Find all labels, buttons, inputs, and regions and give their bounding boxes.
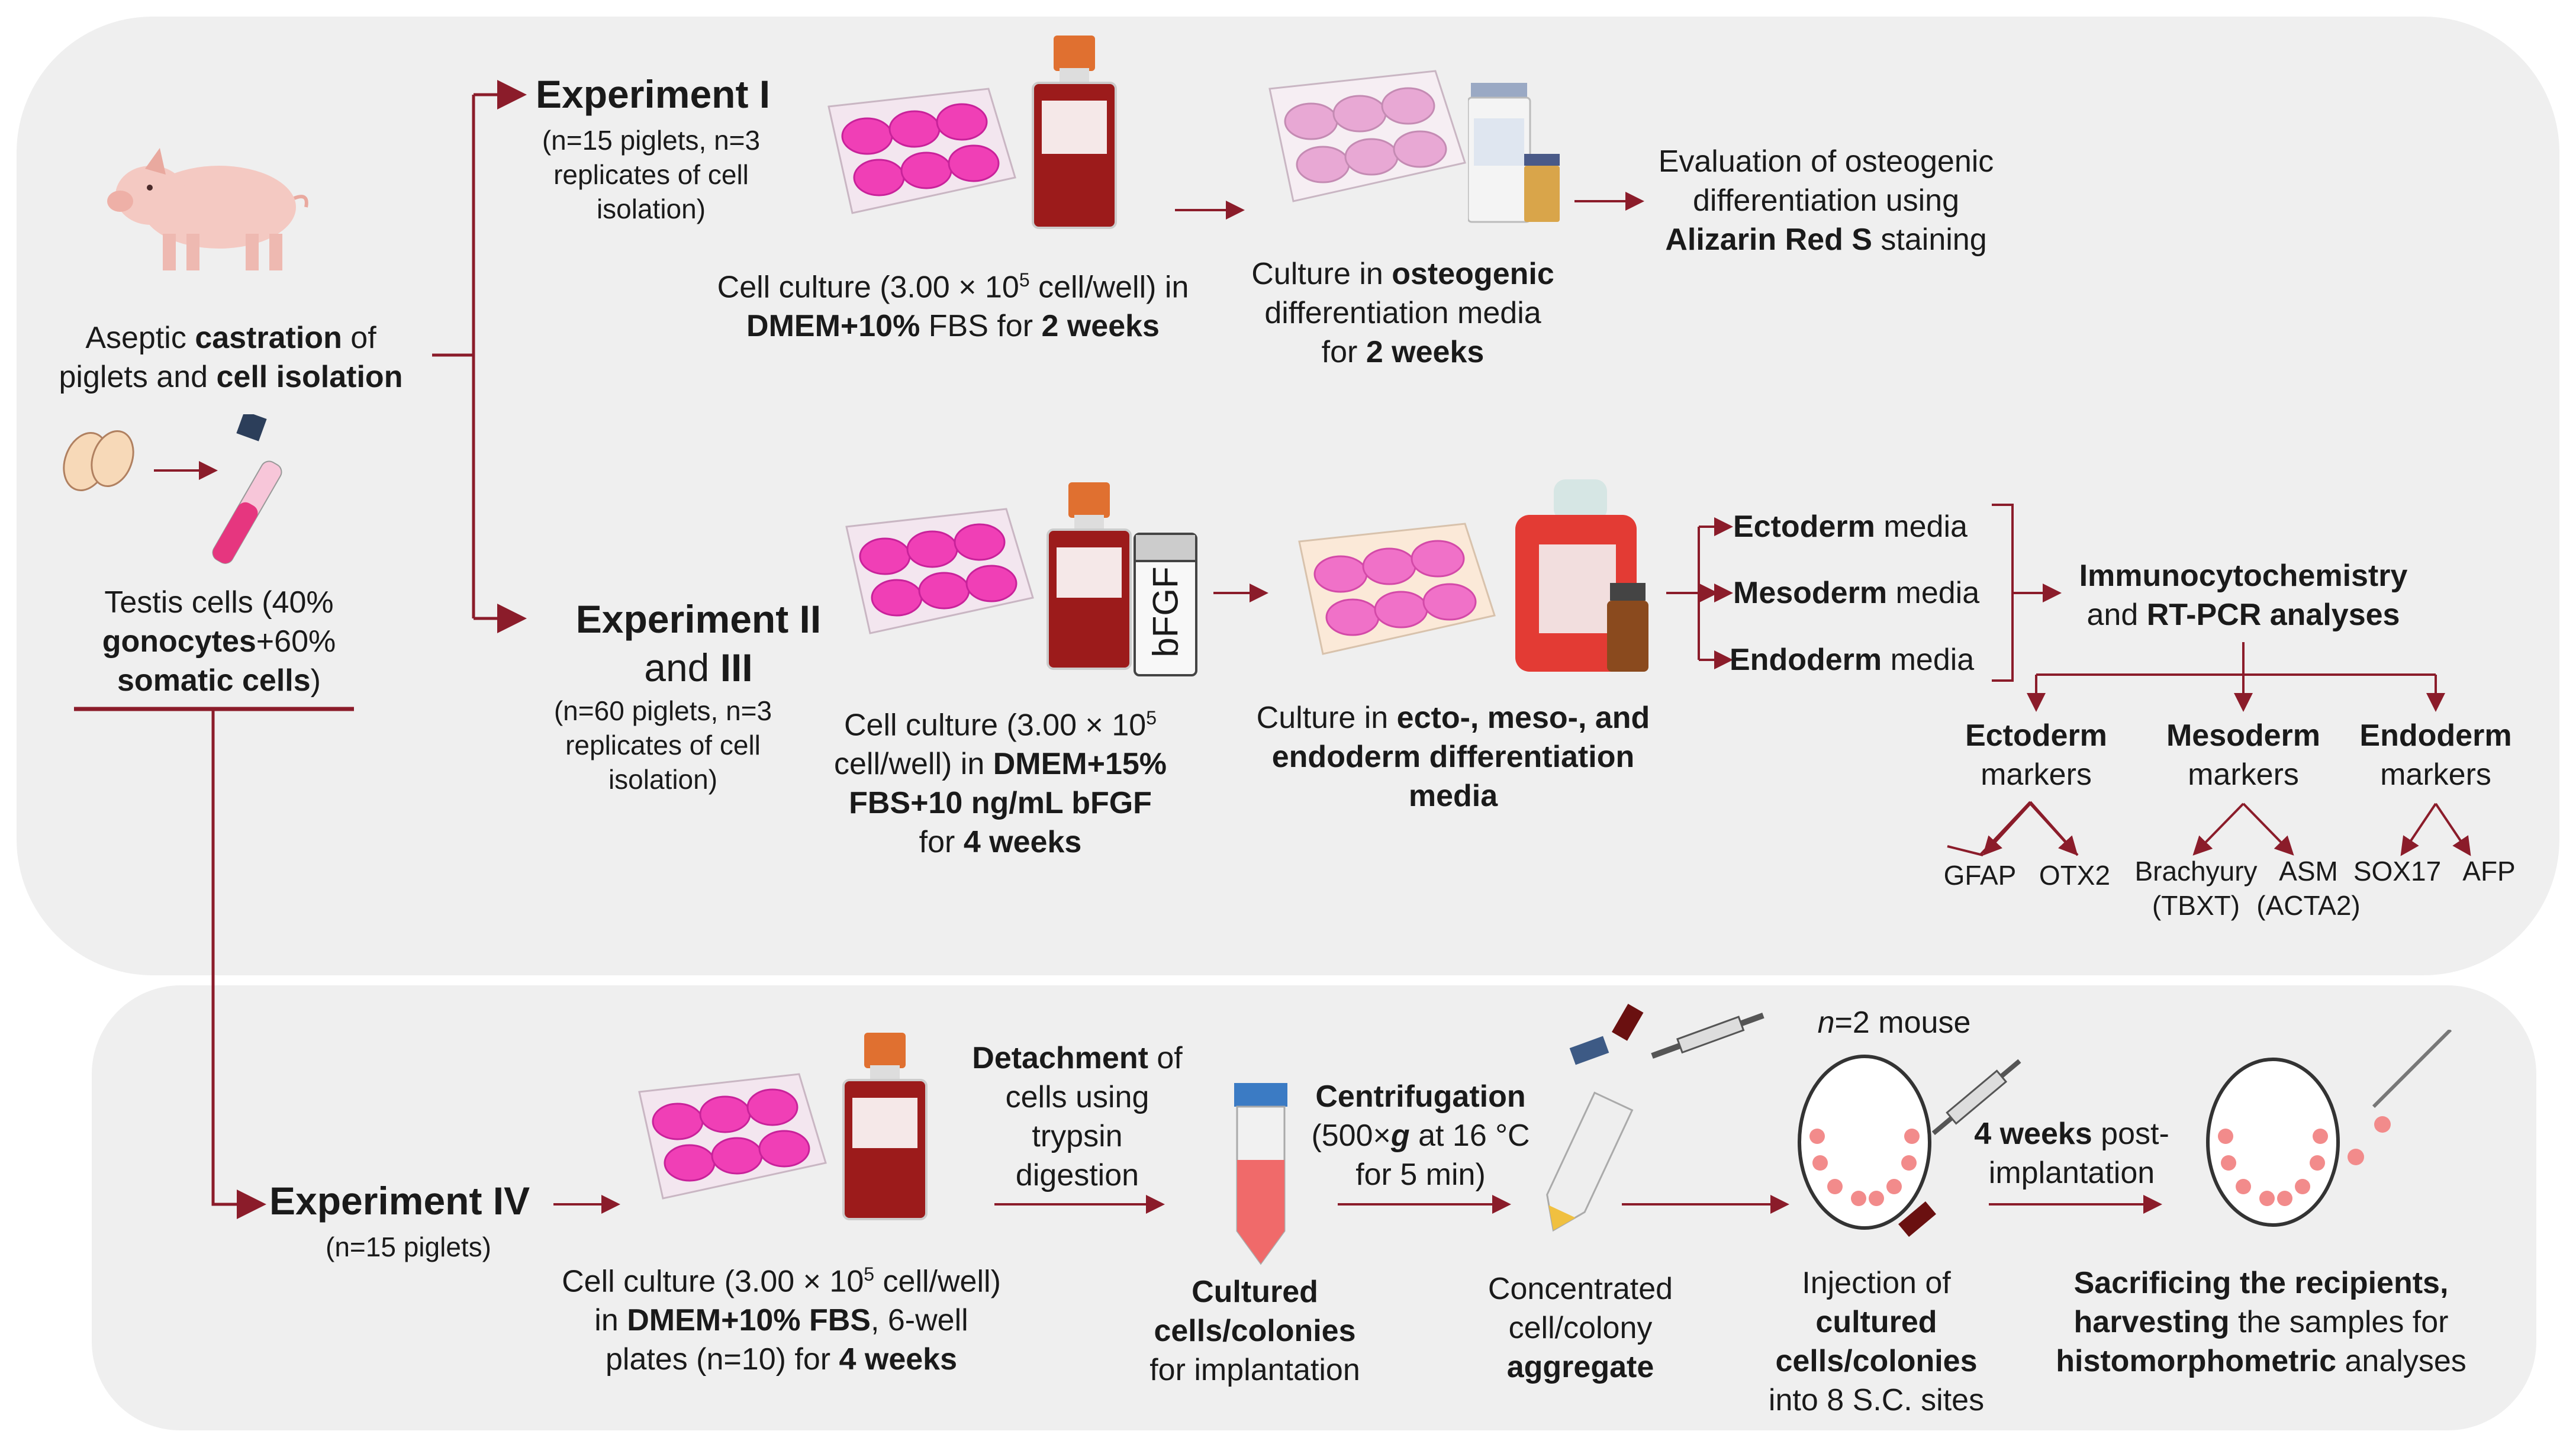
exp4-vertical [211, 709, 266, 1219]
centrifuge-label: Centrifugation (500×g at 16 °C for 5 min… [1311, 1079, 1530, 1192]
exp1-title: Experiment I [536, 72, 771, 116]
mouse-icon [1798, 1055, 2021, 1237]
meso-fork-1 [2192, 802, 2245, 856]
analysis-label: Immunocytochemistry and RT-PCR analyses [2079, 559, 2408, 632]
pig-icon [107, 148, 308, 270]
endoderm-media-label: Endoderm media [1730, 643, 1975, 677]
endo-fork-1 [2400, 802, 2437, 856]
six-well-plate-icon [1268, 70, 1466, 202]
media-bottle-icon [1468, 83, 1560, 223]
ecto-fork-tips-2 [2029, 802, 2078, 856]
six-well-plate-icon [1298, 523, 1496, 655]
exp4-subtitle: (n=15 piglets) [326, 1232, 491, 1262]
culture-flask-icon [842, 1033, 928, 1220]
final-step-label: Sacrificing the recipients, harvesting t… [2056, 1266, 2466, 1378]
falcon-tube-icon [1234, 1083, 1287, 1265]
six-well-plate-icon [638, 1073, 827, 1200]
exp1-step2-label: Culture in osteogenic differentiation me… [1251, 257, 1554, 369]
exp1-step3-label: Evaluation of osteogenic differentiation… [1658, 144, 1994, 257]
syringe-icon [1569, 1004, 1764, 1065]
testis-cells-label: Testis cells (40% gonocytes+60% somatic … [102, 585, 336, 698]
marker-afp: AFP [2462, 856, 2516, 887]
bfgf-vial-label: bFGF [1145, 566, 1186, 657]
marker-gfap: GFAP [1943, 860, 2017, 891]
media-bottle-icon [1515, 479, 1648, 672]
marker-asm: ASM(ACTA2) [2256, 856, 2361, 921]
source-label: Aseptic castration of piglets and cell i… [59, 321, 403, 394]
bottom-panel-background [92, 985, 2536, 1430]
exp1-step1-label: Cell culture (3.00 × 105 cell/well) in D… [717, 269, 1189, 344]
tube-icon [212, 414, 282, 564]
falcon-tube-icon [1546, 1091, 1634, 1232]
exp4-step1-label: Cell culture (3.00 × 105 cell/well) in D… [562, 1264, 1001, 1377]
testes-icon [63, 430, 134, 491]
culture-flask-icon [1046, 482, 1132, 670]
endo-fork-2 [2435, 802, 2471, 856]
ecto-fork-tips [1982, 802, 2031, 856]
mesoderm-media-label: Mesoderm media [1733, 576, 1980, 610]
post-implantation-label: 4 weeks post-implantation [1974, 1117, 2169, 1190]
ectoderm-media-label: Ectoderm media [1733, 510, 1968, 544]
ecto-fork [1947, 801, 2079, 856]
six-well-plate-icon [845, 508, 1034, 634]
exp4-title: Experiment IV [269, 1179, 530, 1223]
needle-icon [2372, 1030, 2452, 1108]
meso-fork-2 [2242, 802, 2294, 856]
culture-flask-icon [1032, 36, 1117, 229]
media-bracket [1992, 504, 2014, 682]
marker-brachyury: Brachyury(TBXT) [2134, 856, 2258, 921]
mouse-icon [2206, 1030, 2452, 1227]
marker-sox17: SOX17 [2353, 856, 2442, 887]
detach-label: Detachment of cells using trypsin digest… [972, 1041, 1183, 1192]
bfgf-vial-icon: bFGF [1134, 533, 1197, 676]
exp2-step2-label: Culture in ecto-, meso-, and endoderm di… [1256, 701, 1650, 813]
six-well-plate-icon [827, 88, 1016, 214]
exp2-step1-label: Cell culture (3.00 × 105 cell/well) in D… [833, 707, 1167, 860]
mouse-count-label: n=2 mouse [1817, 1005, 1971, 1040]
marker-otx2: OTX2 [2039, 860, 2111, 891]
